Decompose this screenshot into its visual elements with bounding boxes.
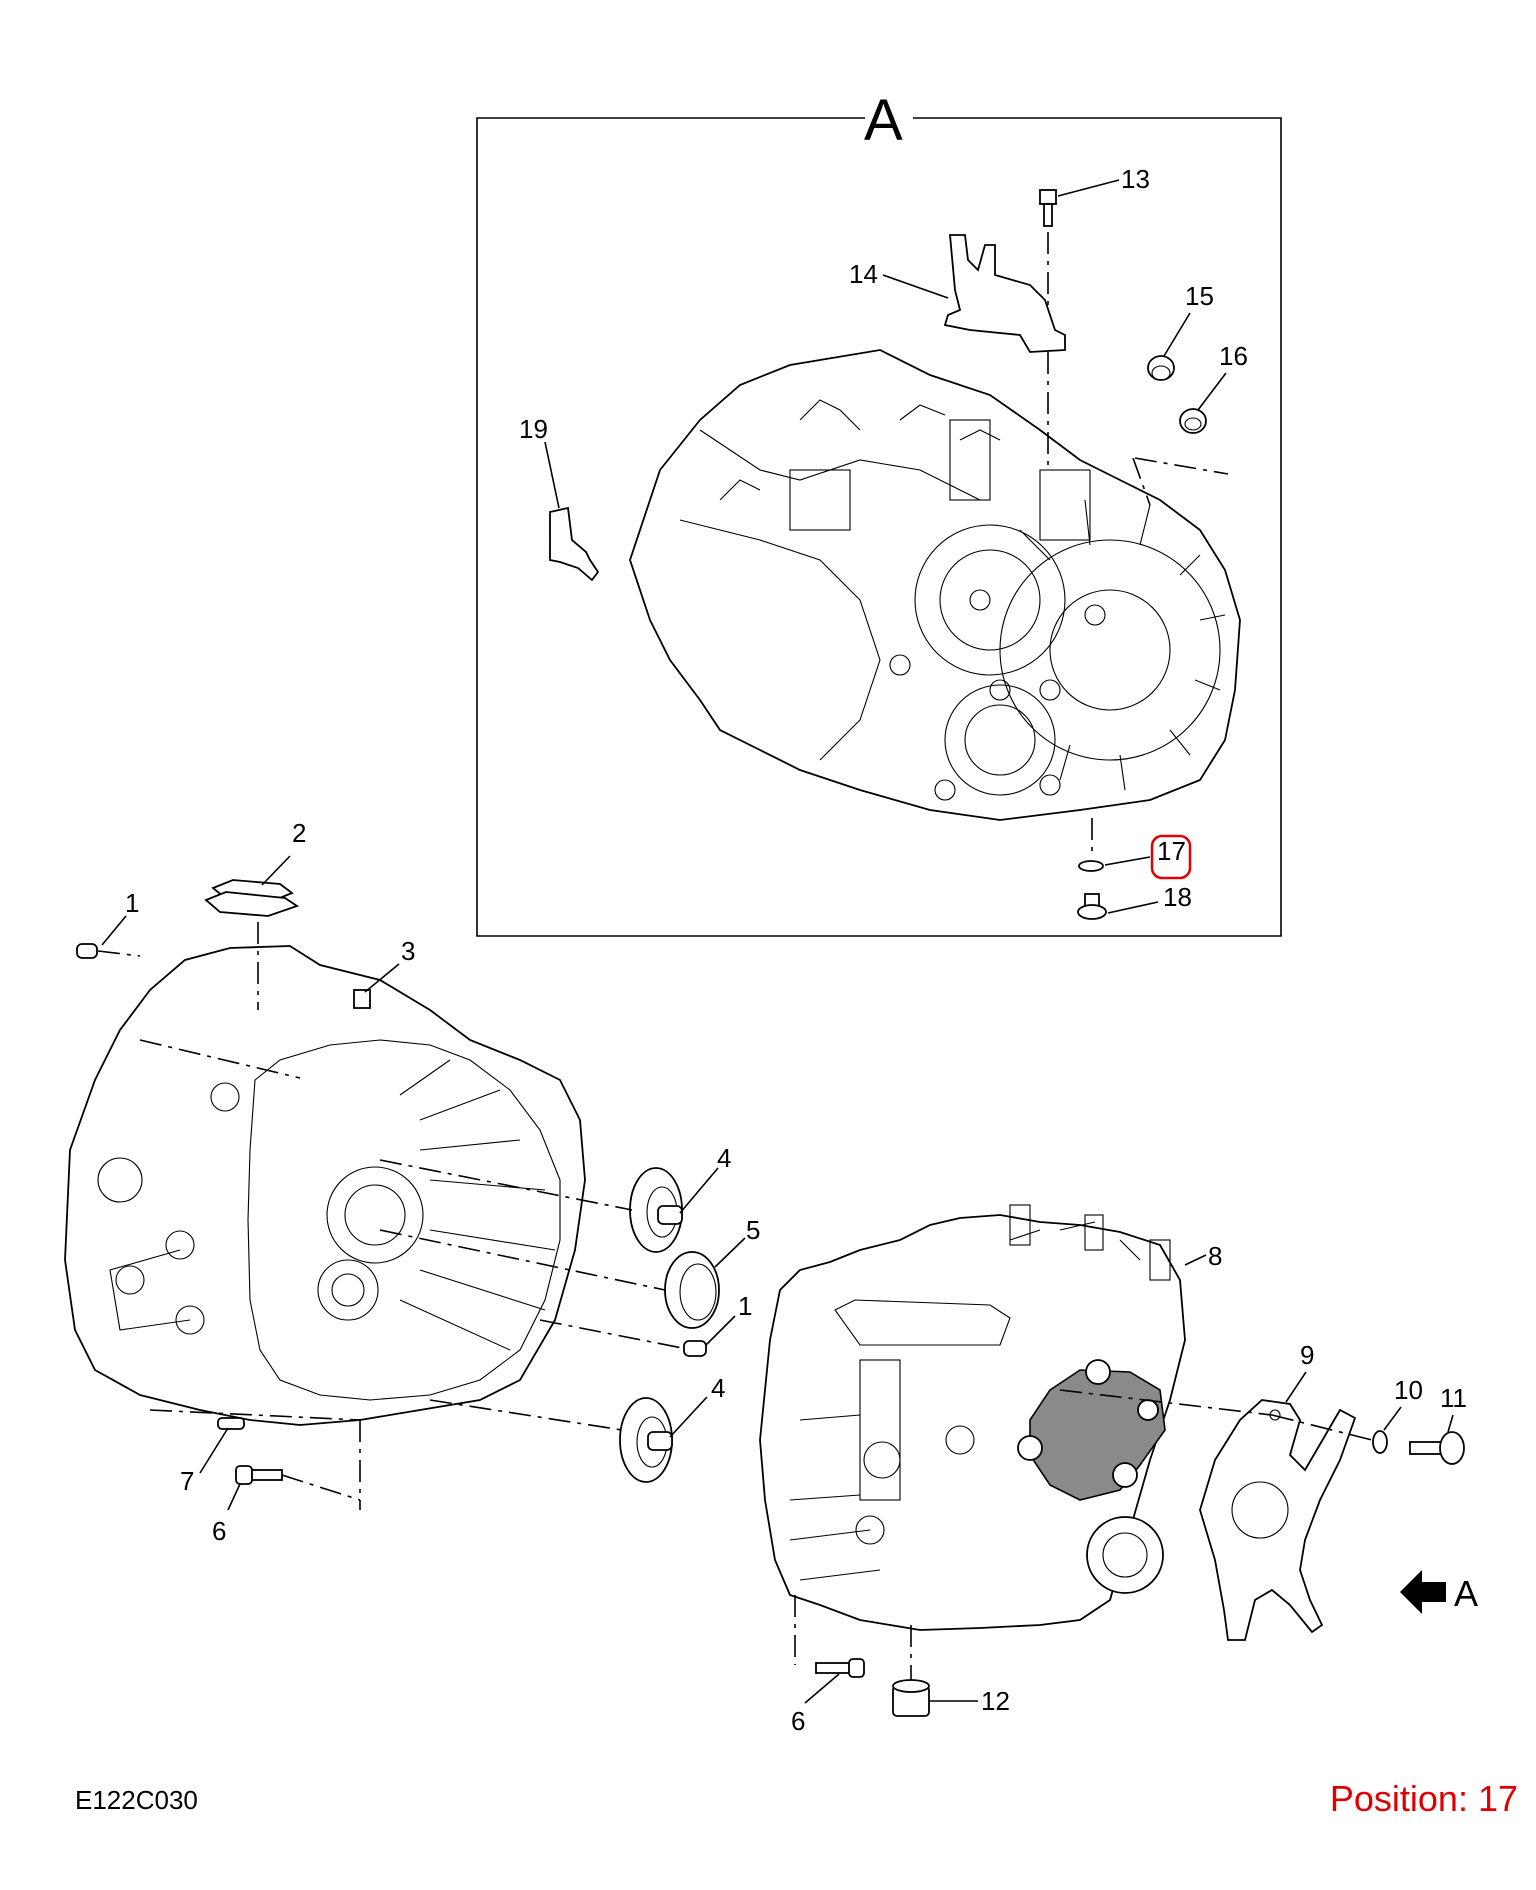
gearbox-gasket-face [1017,1359,1166,1594]
callout-5: 5 [746,1215,760,1245]
part-16-plug [1179,408,1207,434]
detail-view-a: A [476,88,1282,937]
callout-6-right: 6 [791,1706,805,1736]
callout-17: 17 [1157,836,1186,866]
part-12-bush [892,1679,930,1717]
callout-10: 10 [1394,1375,1423,1405]
callout-7: 7 [180,1466,194,1496]
leader-lines-lower [101,855,1454,1704]
assembly-lines-left [97,922,683,1510]
view-arrow-a: A [1400,1570,1478,1614]
part-4-seal-upper [629,1167,683,1253]
view-arrow-a-label: A [1454,1573,1478,1614]
callout-numbers: 13 14 15 16 19 17 18 1 2 3 4 5 1 4 7 6 8… [125,164,1467,1736]
detail-view-a-label: A [864,88,903,153]
transmission-assembly-detail [629,349,1241,821]
part-18-drain-plug [1077,893,1107,920]
callout-13: 13 [1121,164,1150,194]
part-9-shield [1199,1399,1357,1641]
callout-12: 12 [981,1686,1010,1716]
part-5-seal [664,1251,720,1329]
part-19-bracket [549,506,600,582]
clutch-housing [64,945,586,1426]
position-label: Position: 17 [1329,1778,1518,1819]
callout-1-lower: 1 [738,1291,752,1321]
callout-11: 11 [1440,1383,1467,1413]
callout-18: 18 [1163,882,1192,912]
assembly-lines-right [794,1389,1373,1680]
callout-9: 9 [1300,1340,1314,1370]
callout-2: 2 [292,818,306,848]
part-3-sensor [353,989,371,1009]
callout-15: 15 [1185,281,1214,311]
part-15-plug [1147,355,1175,381]
callout-1-upper: 1 [125,888,139,918]
callout-4-lower: 4 [711,1373,725,1403]
callout-6-left: 6 [212,1516,226,1546]
part-2-cover [204,879,300,917]
part-13-bolt [1039,189,1057,470]
callout-4-upper: 4 [717,1143,731,1173]
part-6-bolt-right [815,1658,865,1678]
part-14-bracket [943,234,1066,353]
part-6-bolt-left [235,1465,283,1485]
callout-8: 8 [1208,1241,1222,1271]
leader-lines-detail [544,179,1227,914]
callout-3: 3 [401,936,415,966]
callout-14: 14 [849,259,878,289]
part-10-washer [1372,1430,1388,1454]
part-7-pin [217,1417,245,1430]
diagram-code: E122C030 [75,1785,198,1815]
part-4-seal-lower [619,1397,673,1483]
part-17-washer [1078,860,1104,872]
callout-16: 16 [1219,341,1248,371]
part-1-dowel-lower [683,1340,707,1357]
part-8-gearbox-case [759,1204,1186,1631]
callout-19: 19 [519,414,548,444]
part-11-bolt [1409,1431,1465,1465]
part-1-dowel-upper [76,943,98,959]
highlight-box-17 [1150,834,1192,880]
